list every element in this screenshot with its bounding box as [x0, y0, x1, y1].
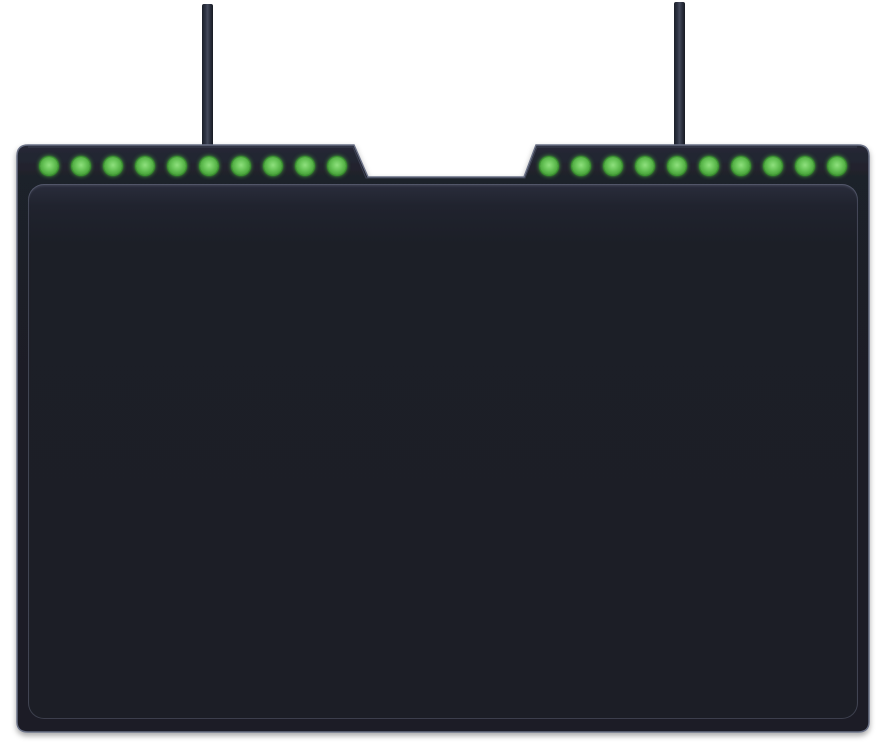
- indicator-light: [668, 157, 686, 175]
- indicator-light: [328, 157, 346, 175]
- indicator-light: [828, 157, 846, 175]
- indicator-light: [168, 157, 186, 175]
- indicator-light: [136, 157, 154, 175]
- body-top-highlight: [28, 146, 857, 179]
- indicator-light: [604, 157, 622, 175]
- display-screen: [28, 184, 858, 719]
- indicator-light: [104, 157, 122, 175]
- indicator-light: [40, 157, 58, 175]
- indicator-light: [264, 157, 282, 175]
- indicator-light: [200, 157, 218, 175]
- right-cable: [674, 2, 685, 149]
- indicator-light: [764, 157, 782, 175]
- indicator-light: [700, 157, 718, 175]
- indicator-light: [72, 157, 90, 175]
- indicator-light: [540, 157, 558, 175]
- indicator-light: [232, 157, 250, 175]
- left-cable: [202, 4, 213, 149]
- indicator-light: [636, 157, 654, 175]
- indicator-light: [796, 157, 814, 175]
- indicator-light: [296, 157, 314, 175]
- indicator-light: [572, 157, 590, 175]
- indicator-light: [732, 157, 750, 175]
